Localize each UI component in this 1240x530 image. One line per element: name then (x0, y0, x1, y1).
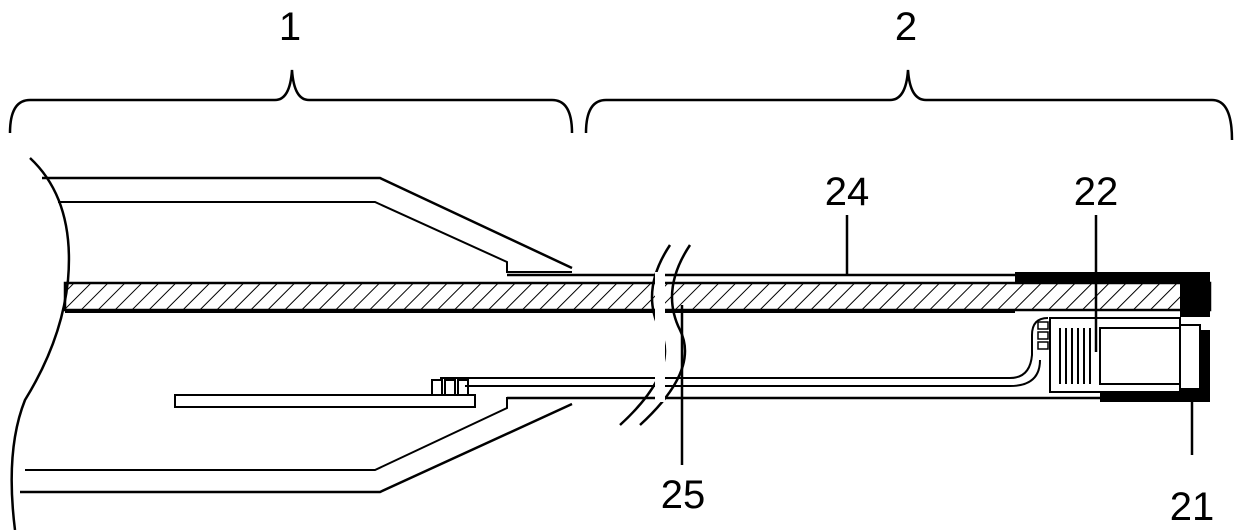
label-21: 21 (1170, 485, 1215, 529)
label-section-1: 1 (279, 5, 301, 49)
label-22: 22 (1074, 170, 1119, 214)
handle-inner-upper (58, 202, 572, 272)
label-24: 24 (825, 170, 870, 214)
break-gap-fill (655, 272, 665, 402)
inner-cable-lower (465, 360, 1040, 386)
core-rod-hatched (65, 283, 1210, 310)
spring-coils (1060, 328, 1090, 384)
circuit-board (175, 395, 475, 407)
inner-cable (440, 318, 1048, 378)
label-25: 25 (661, 473, 706, 517)
contact-pins (1038, 322, 1048, 349)
board-components (432, 380, 468, 395)
cut-edge-left (12, 158, 69, 530)
label-section-2: 2 (895, 5, 917, 49)
brace-section-1 (10, 70, 572, 133)
handle-inner-lower (25, 398, 572, 470)
brace-section-2 (586, 70, 1232, 140)
